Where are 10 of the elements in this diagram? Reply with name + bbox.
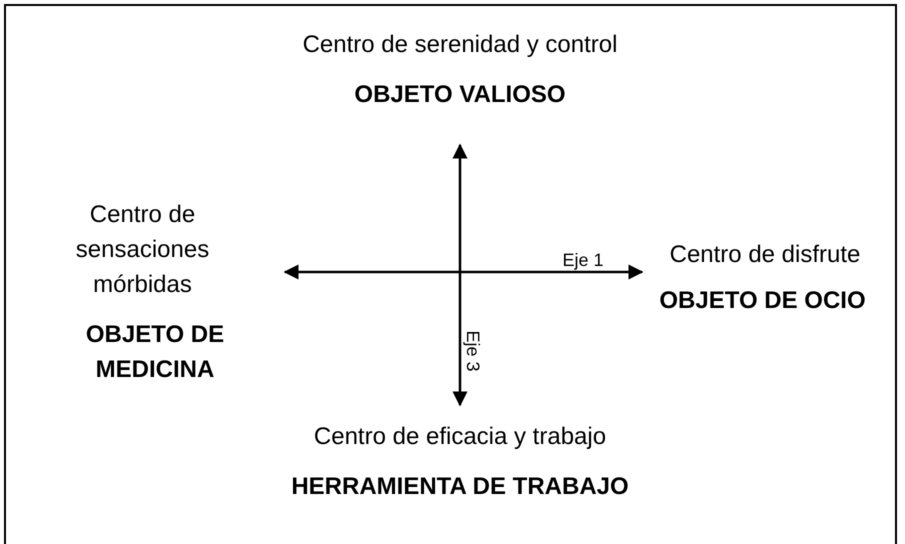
center-label: Centro de eficacia y trabajo (312, 422, 608, 452)
category-heading: OBJETO DE MEDICINA (84, 320, 226, 385)
axis-label: Eje 3 (462, 330, 484, 374)
category-heading: HERRAMIENTA DE TRABAJO (290, 472, 630, 502)
center-label: Centro de serenidad y control (302, 30, 618, 60)
category-heading: OBJETO DE OCIO (658, 286, 867, 316)
center-label: Centro de sensaciones mórbidas (74, 200, 210, 300)
axis-label: Eje 1 (561, 249, 605, 272)
category-heading: OBJETO VALIOSO (353, 80, 567, 110)
center-label: Centro de disfrute (668, 240, 862, 270)
